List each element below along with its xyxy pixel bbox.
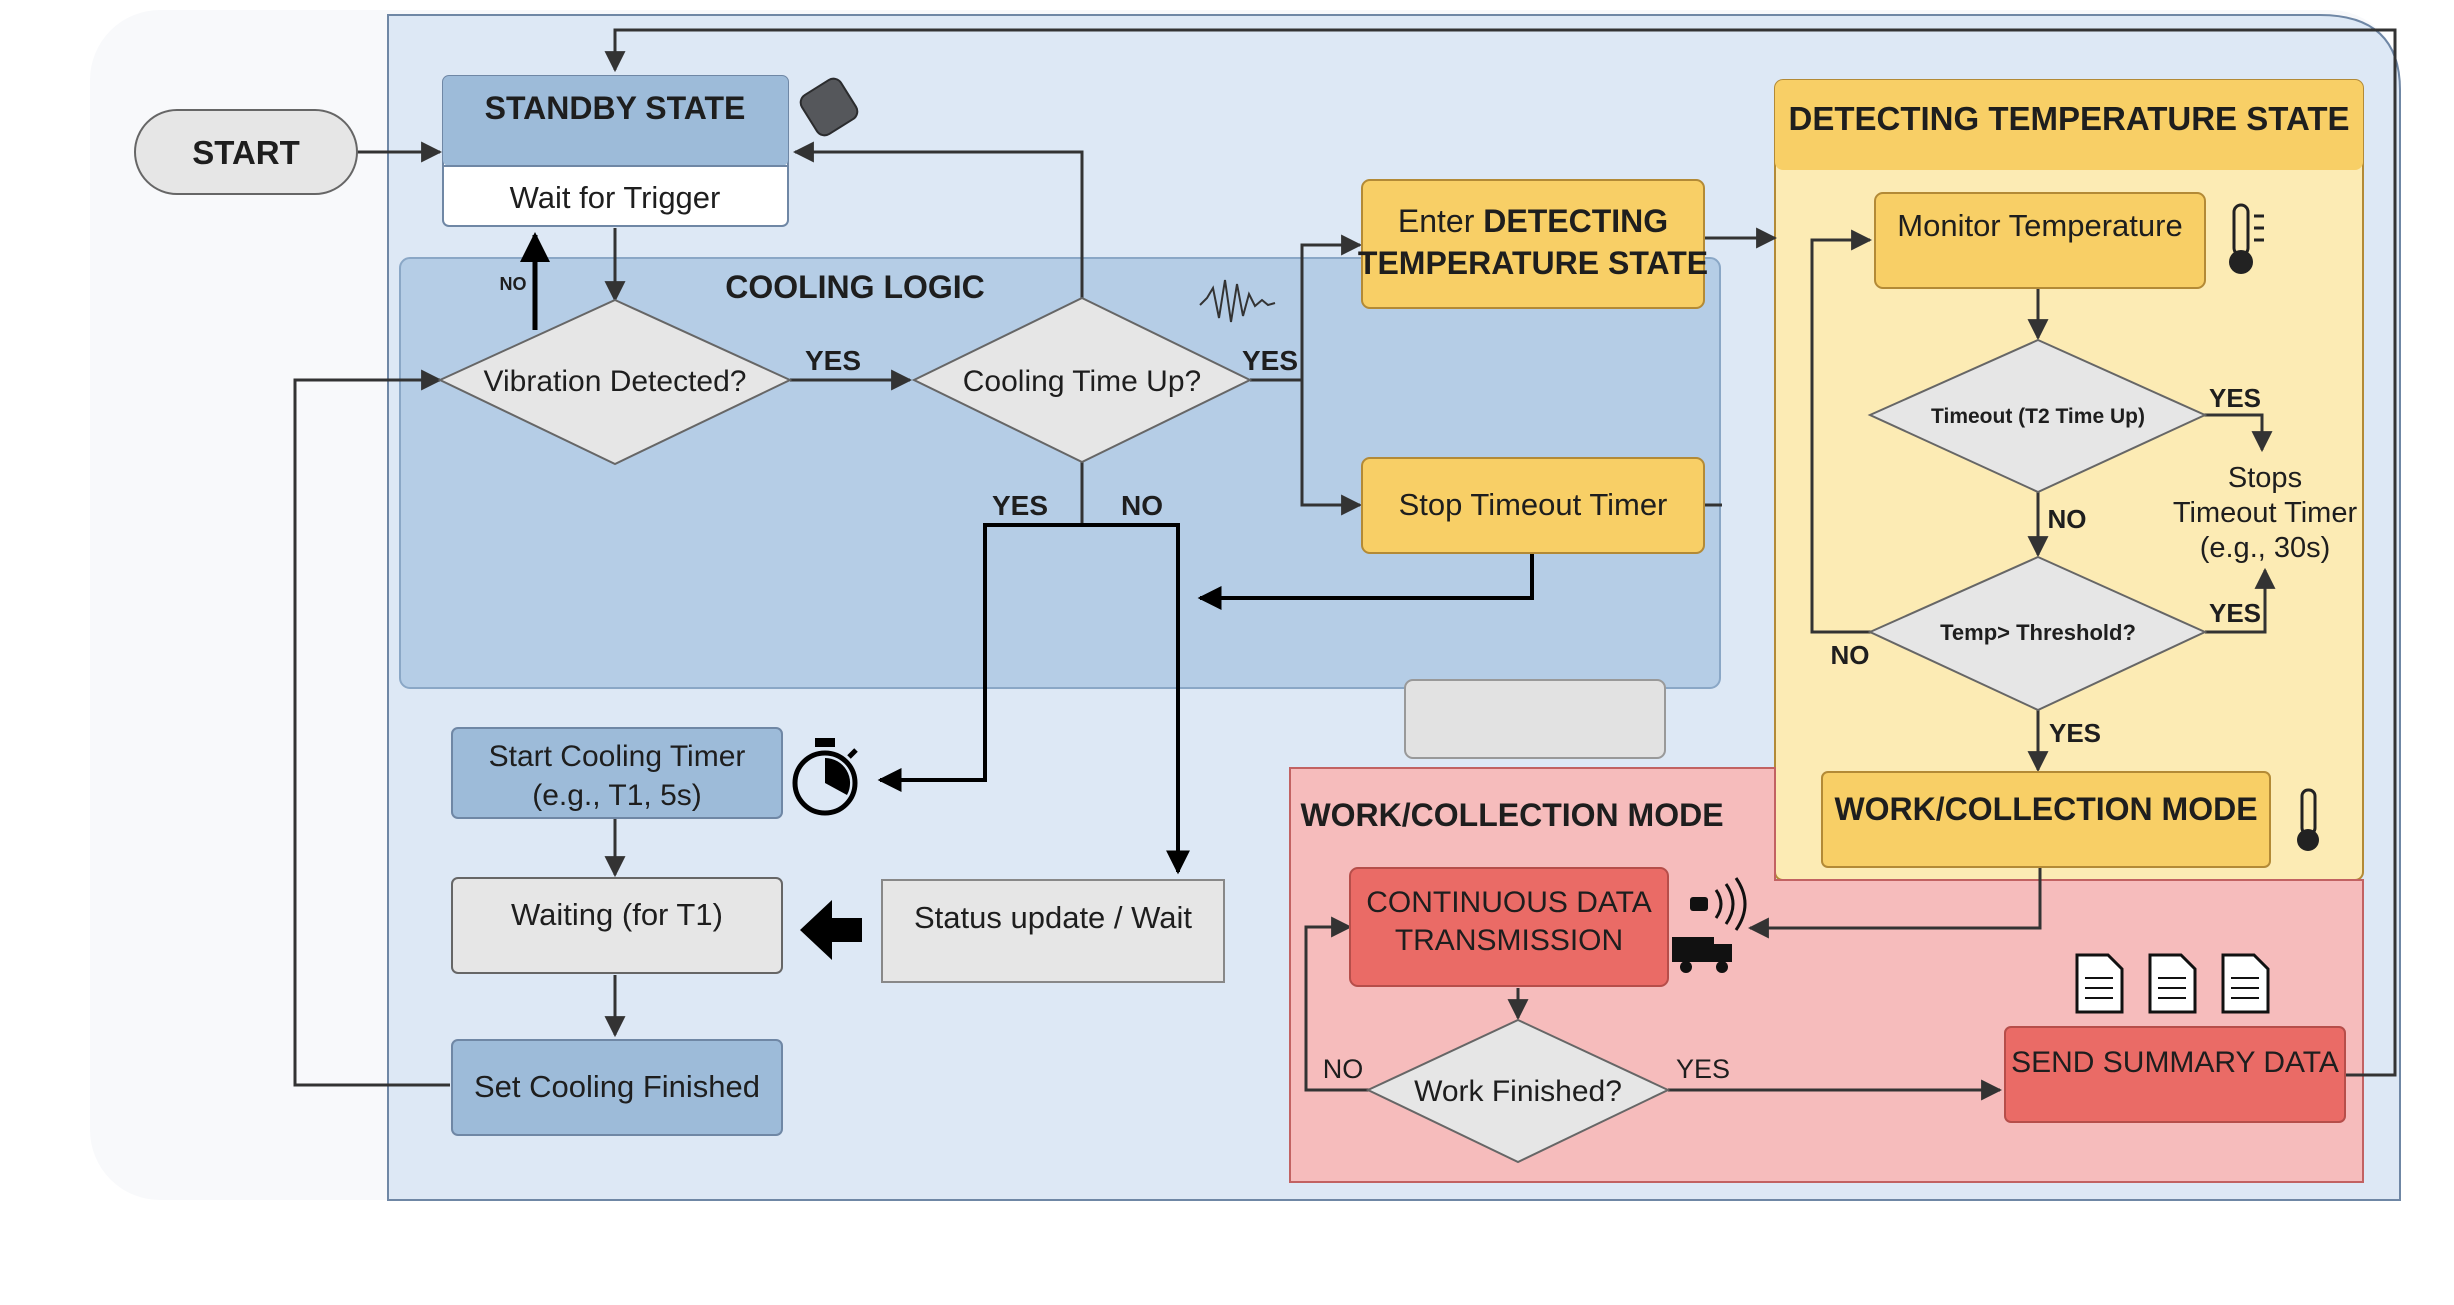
enter-detecting-line1: Enter DETECTING [1398,203,1668,239]
set-cooling-finished-label: Set Cooling Finished [474,1069,760,1104]
temp-threshold-label: Temp> Threshold? [1940,620,2136,645]
temp-no-loop-arrow [1810,229,1875,634]
cooling-time-up-diamond [911,296,1253,464]
work-finished-diamond [1365,1018,1671,1164]
cooling-yes-to-timer-arrow [877,523,1082,792]
stopwatch-icon [792,738,858,816]
work-collection-title: WORK/COLLECTION MODE [1300,797,1723,833]
cooling-logic-title: COOLING LOGIC [725,269,985,305]
waiting-for-t1-label: Waiting (for T1) [511,897,723,932]
document-icon [2148,953,2197,1014]
continuous-data-transmission-box [1349,867,1669,987]
sensor-device-icon [799,77,859,137]
truck-icon [1672,937,1732,973]
thermometer-icon [2229,203,2264,274]
work-collection-mode-label: WORK/COLLECTION MODE [1834,791,2257,827]
vibration-detected-diamond [437,298,793,466]
temp-threshold-diamond [1867,555,2208,712]
timeout-no-label: NO [2048,504,2087,534]
status-update-box [881,879,1225,983]
temp-to-work-yes-label: YES [2049,718,2101,748]
send-summary-data-box [2004,1026,2346,1123]
cooling-yes-label-bottom: YES [992,490,1048,521]
work-finished-label: Work Finished? [1414,1075,1622,1108]
wireless-signal-icon [1690,877,1747,931]
enter-detecting-line2: TEMPERATURE STATE [1358,245,1708,281]
waiting-for-t1-box [451,877,783,974]
cooling-to-standby-arrow [792,141,1084,298]
enter-detecting-bold: DETECTING [1483,203,1668,239]
work-mode-to-transmission-arrow [1747,868,2042,939]
start-cooling-timer-box [451,727,783,819]
cooling-yes-enter-arrow [1250,234,1363,382]
cooling-yes-label-right: YES [1242,345,1298,376]
work-collection-mode-box [1821,771,2271,868]
finished-to-vibration-arrow [293,369,450,1087]
status-update-label: Status update / Wait [914,900,1192,935]
stop-timeout-timer-box [1361,457,1705,554]
cooling-no-to-status-arrow [1082,523,1190,875]
continuous-data-line1: CONTINUOUS DATA [1366,886,1652,919]
start-node [134,109,358,195]
standby-state-header [443,76,788,166]
thermometer-icon-small [2297,788,2319,851]
continuous-data-line2: TRANSMISSION [1395,924,1623,957]
timeout-diamond [1867,338,2208,494]
enter-detecting-prefix: Enter [1398,203,1483,239]
cooling-yes-stop-arrow [1300,380,1363,516]
work-no-loop-arrow [1304,916,1372,1092]
monitor-temperature-label: Monitor Temperature [1897,208,2182,243]
cooling-no-label-bottom: NO [1121,490,1163,521]
timeout-label: Timeout (T2 Time Up) [1931,405,2145,428]
enter-detecting-box [1361,179,1705,309]
vibration-yes-label: YES [805,345,861,376]
start-label: START [192,134,300,171]
stops-line3: (e.g., 30s) [2200,532,2331,564]
vibration-no-label: NO [500,274,527,294]
vibration-wave-icon [1199,279,1276,323]
stop-timeout-timer-label: Stop Timeout Timer [1399,487,1668,522]
timeout-yes-arrow [2195,413,2273,453]
work-no-label: NO [1323,1054,1364,1084]
cooling-time-up-label: Cooling Time Up? [963,365,1201,398]
stop-timeout-return-arrow [1197,552,1534,610]
start-cooling-timer-line2: (e.g., T1, 5s) [532,779,702,812]
standby-title: STANDBY STATE [485,90,746,126]
stops-line2: Timeout Timer [2173,497,2358,529]
send-summary-data-label: SEND SUMMARY DATA [2011,1046,2339,1079]
detecting-state-title: DETECTING TEMPERATURE STATE [1789,100,2350,137]
temp-yes-arrow [2205,567,2276,634]
timeout-yes-label: YES [2209,383,2261,413]
set-cooling-finished-box [451,1039,783,1136]
document-icon [2221,953,2270,1014]
work-yes-label: YES [1676,1054,1730,1084]
status-to-waiting-arrow [800,900,862,960]
summary-to-standby-arrow [604,28,2397,1077]
start-cooling-timer-line1: Start Cooling Timer [489,740,746,773]
temp-yes-label: YES [2209,598,2261,628]
stops-line1: Stops [2228,462,2302,494]
detecting-state-header [1775,80,2363,170]
monitor-temperature-box [1874,192,2206,289]
temp-no-label: NO [1831,640,1870,670]
document-icon [2075,953,2124,1014]
vibration-detected-label: Vibration Detected? [484,365,747,398]
standby-subtitle: Wait for Trigger [510,180,721,215]
empty-placeholder-box [1404,679,1666,759]
